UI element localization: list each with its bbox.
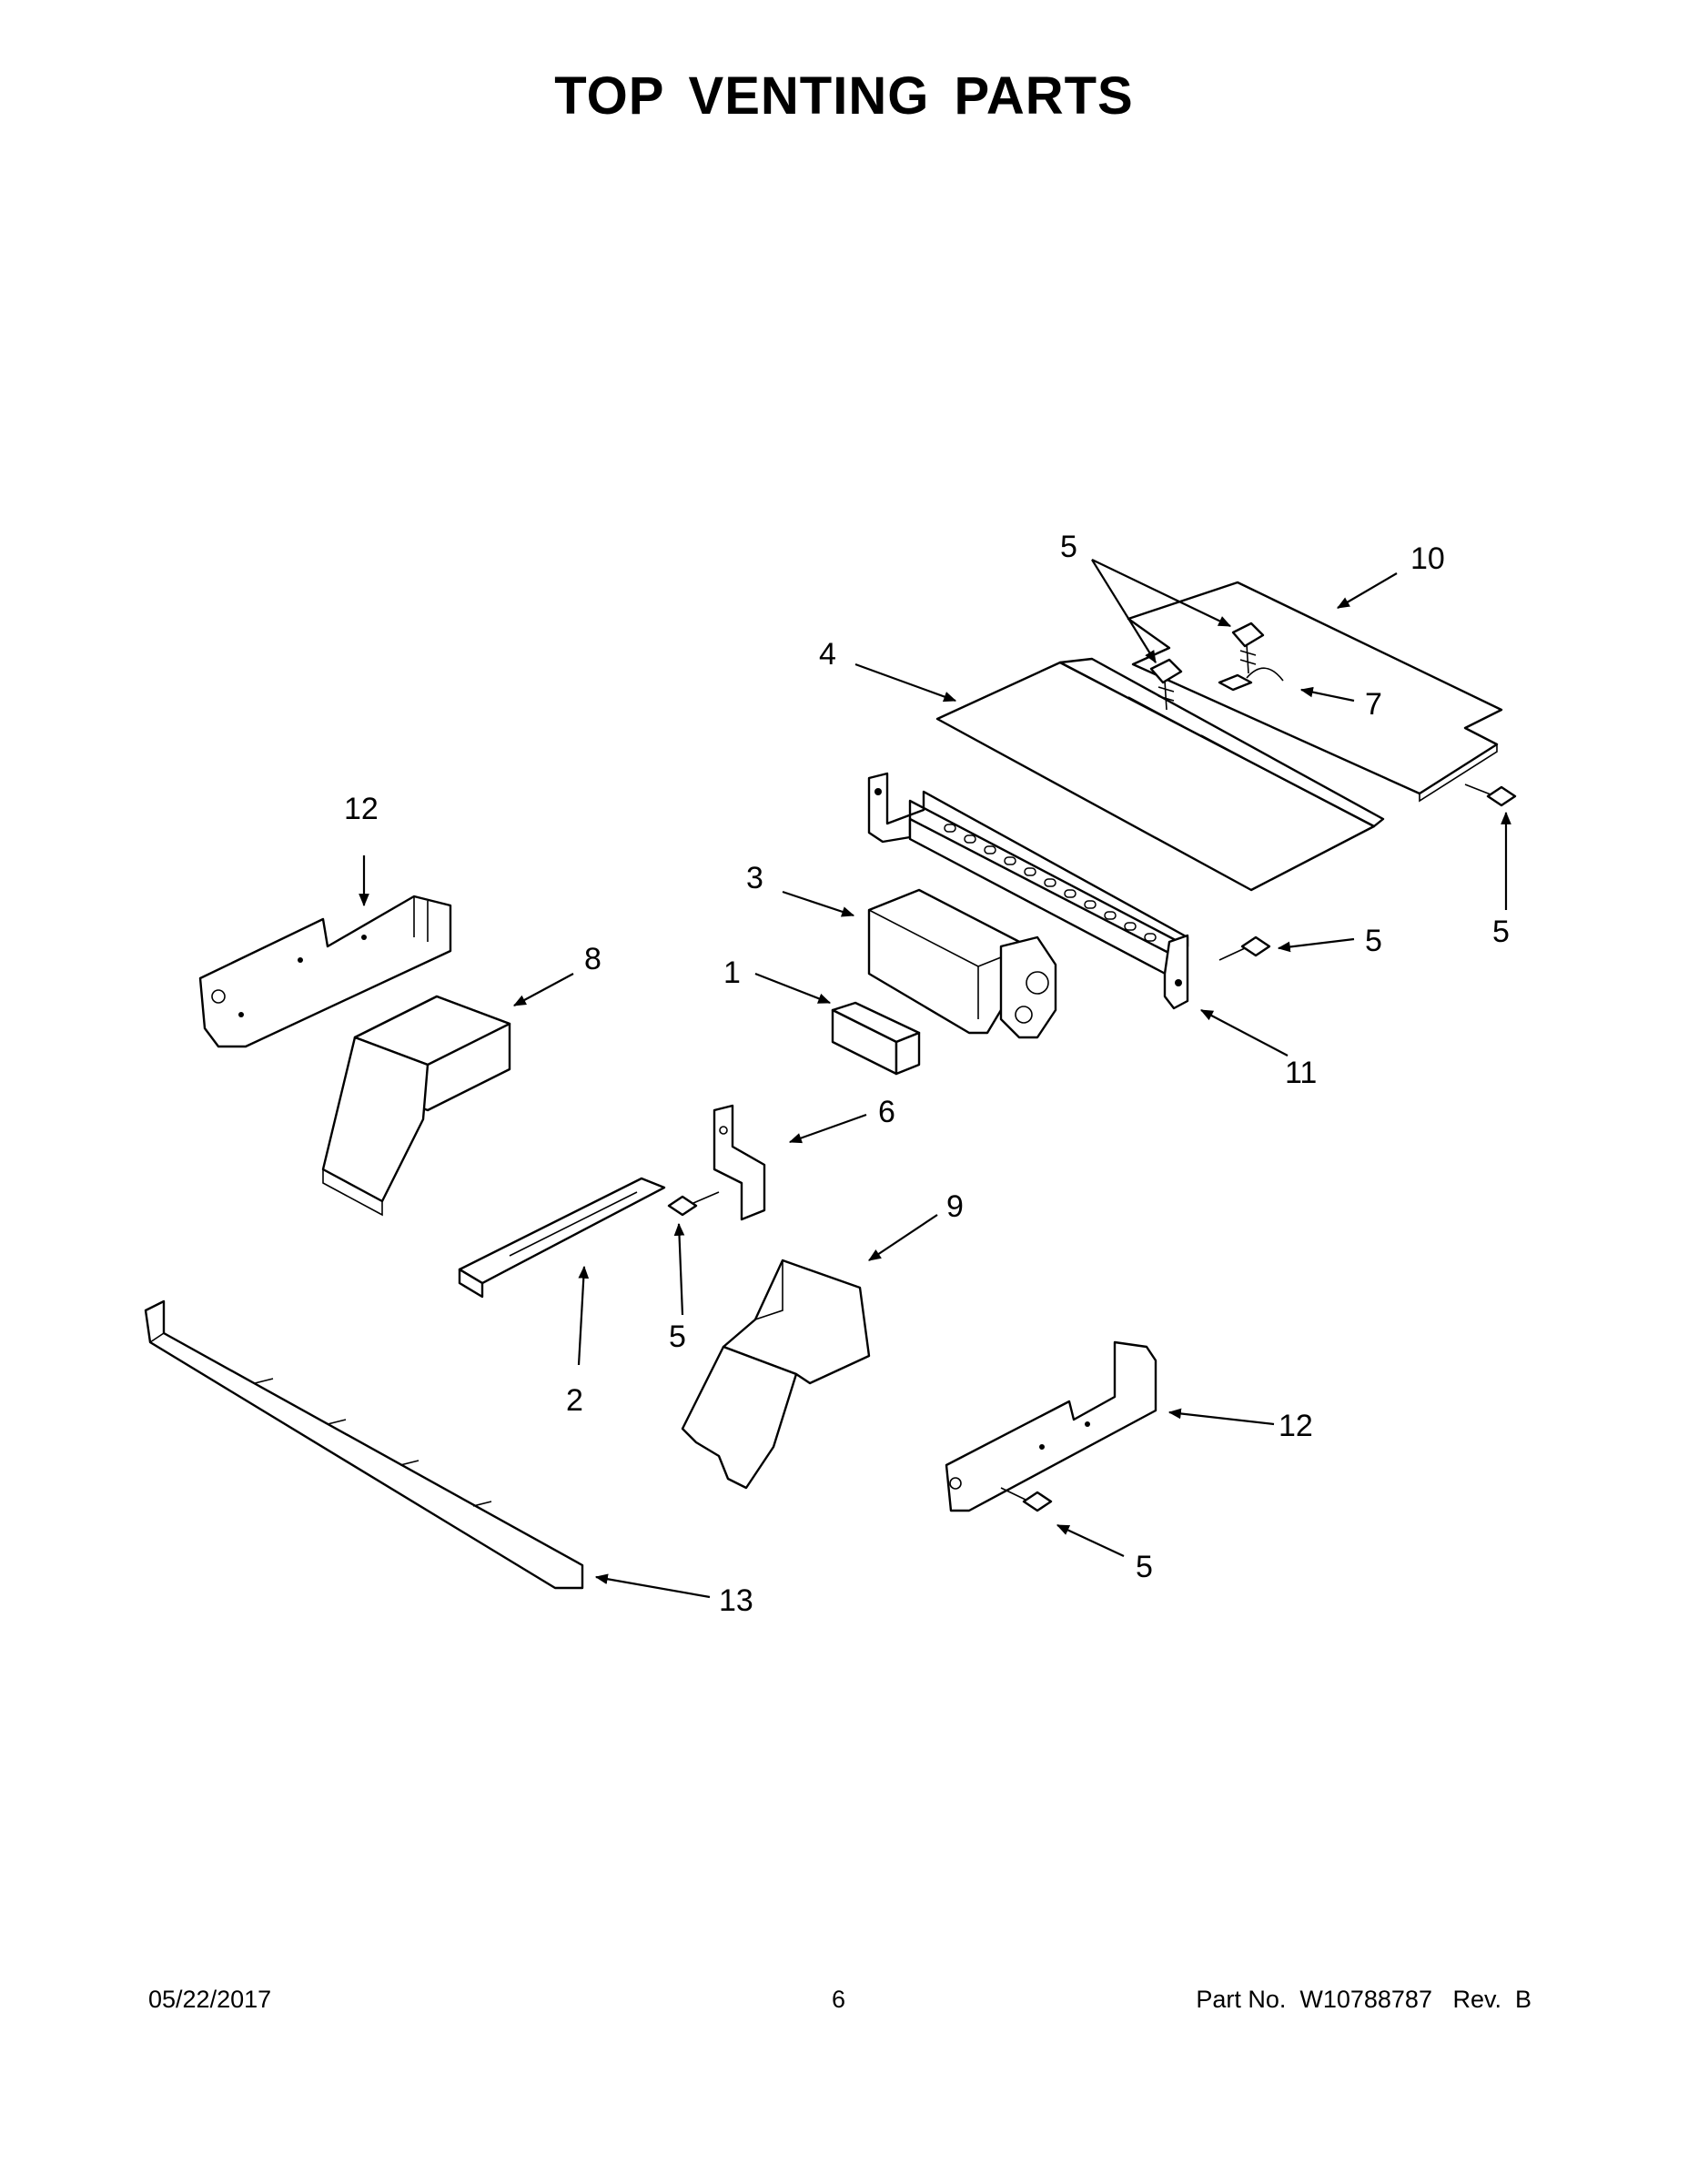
part-3-vent-motor bbox=[867, 888, 1057, 1039]
part-12-side-bracket-left bbox=[198, 895, 452, 1048]
part-10-vent-cover bbox=[1127, 581, 1503, 803]
part-4-vent-duct bbox=[935, 657, 1385, 892]
part-13-front-rail bbox=[144, 1299, 584, 1590]
leader-line bbox=[1336, 572, 1398, 609]
screw-icon bbox=[1464, 784, 1517, 807]
leader-line bbox=[1277, 937, 1355, 953]
leader-line bbox=[854, 662, 957, 703]
callout-6: 6 bbox=[878, 1095, 895, 1129]
page-title: TOP VENTING PARTS bbox=[554, 66, 1134, 126]
callout-7: 7 bbox=[1365, 687, 1382, 722]
callout-1: 1 bbox=[723, 956, 741, 990]
leader-line bbox=[754, 972, 832, 1005]
screw-icon bbox=[1218, 935, 1271, 961]
callout-8: 8 bbox=[584, 942, 601, 976]
callout-13: 13 bbox=[719, 1583, 753, 1618]
leader-line bbox=[1056, 1524, 1125, 1557]
leader-line bbox=[868, 1214, 938, 1261]
callout-5: 5 bbox=[1492, 915, 1510, 949]
part-7-clip bbox=[1218, 667, 1284, 692]
part-2-vent-strip bbox=[458, 1177, 666, 1299]
callout-10: 10 bbox=[1410, 541, 1445, 576]
callout-12: 12 bbox=[344, 792, 379, 826]
leader-line bbox=[673, 1222, 685, 1316]
part-11-vent-bracket bbox=[867, 772, 1189, 1010]
part-6-mount-bracket bbox=[713, 1104, 766, 1221]
leader-line bbox=[788, 1113, 867, 1144]
screw-icon bbox=[1231, 622, 1265, 674]
footer-date: 05/22/2017 bbox=[148, 1986, 272, 2013]
part-9-lower-duct bbox=[681, 1259, 871, 1490]
leader-line bbox=[782, 890, 855, 917]
part-12-side-bracket-right bbox=[945, 1340, 1157, 1512]
leader-line bbox=[512, 973, 574, 1006]
callout-11: 11 bbox=[1285, 1056, 1317, 1090]
callout-3: 3 bbox=[746, 861, 763, 895]
leader-line bbox=[1091, 559, 1232, 627]
screw-icon bbox=[667, 1191, 720, 1217]
leader-line bbox=[1167, 1408, 1275, 1426]
callout-5: 5 bbox=[669, 1320, 686, 1354]
screw-icon bbox=[1149, 658, 1183, 711]
callout-4: 4 bbox=[819, 637, 836, 672]
leader-line bbox=[594, 1573, 711, 1599]
callout-5: 5 bbox=[1060, 530, 1077, 564]
part-1-block bbox=[831, 1001, 921, 1076]
leader-line bbox=[1299, 686, 1355, 703]
leader-line bbox=[1091, 559, 1157, 663]
callout-5: 5 bbox=[1136, 1550, 1153, 1584]
footer-part-number: Part No. W10788787 Rev. B bbox=[1196, 1986, 1531, 2013]
part-8-duct-shroud bbox=[321, 995, 511, 1217]
screw-icon bbox=[1000, 1487, 1053, 1512]
callout-5: 5 bbox=[1365, 924, 1382, 958]
callout-2: 2 bbox=[566, 1383, 583, 1418]
leader-line bbox=[577, 1265, 590, 1366]
leader-line bbox=[1199, 1009, 1289, 1057]
callout-12: 12 bbox=[1279, 1409, 1313, 1443]
callout-9: 9 bbox=[946, 1189, 964, 1224]
footer-page-number: 6 bbox=[832, 1986, 846, 2013]
